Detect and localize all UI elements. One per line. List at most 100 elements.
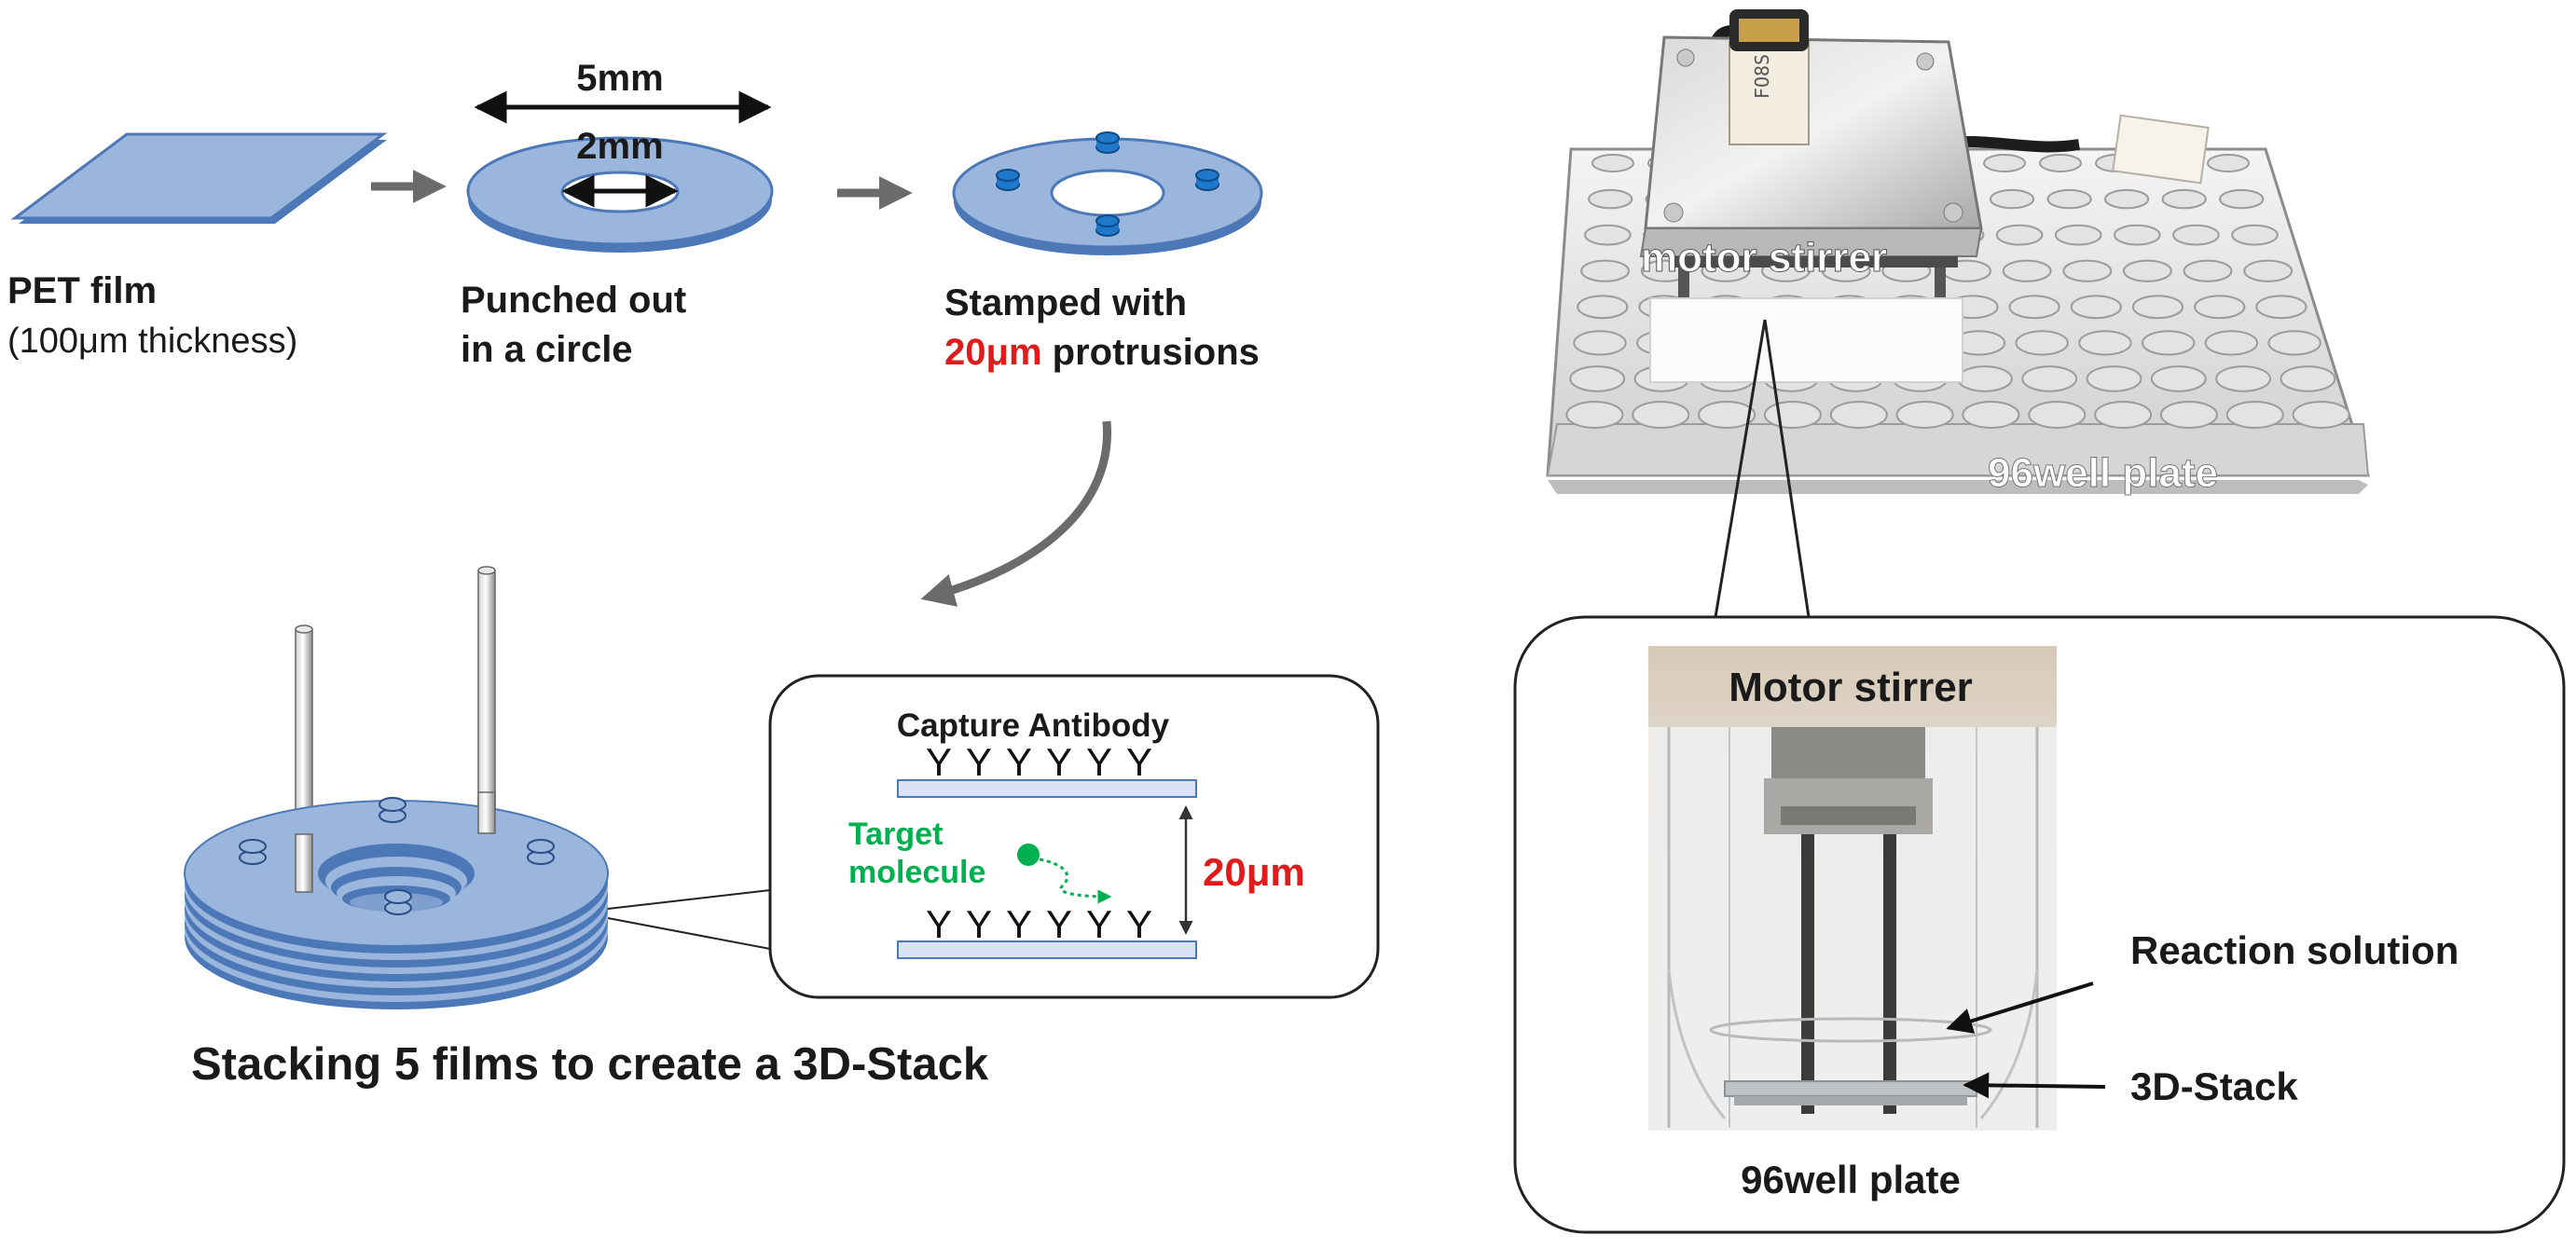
well	[2062, 259, 2113, 282]
well	[2231, 224, 2279, 246]
well	[2028, 401, 2087, 429]
outer-diameter-label: 5mm	[576, 58, 663, 99]
well	[2008, 295, 2060, 320]
target-label-line2: molecule	[848, 855, 985, 890]
bottom-antibody: Y	[926, 902, 952, 946]
top-antibody: Y	[1046, 740, 1072, 784]
well	[1591, 154, 1634, 172]
well	[2131, 295, 2184, 320]
device-photo: FO8S motor stirrer 96well plate	[1546, 9, 2371, 497]
well	[1763, 401, 1822, 429]
stamped-label-line1: Stamped with	[944, 282, 1187, 323]
protrusion-label-rest: protrusions	[1042, 332, 1260, 373]
well	[1588, 188, 1633, 210]
well	[1584, 224, 1632, 246]
well	[2292, 401, 2350, 429]
bottom-antibody: Y	[1126, 902, 1152, 946]
motor-stirrer-photo-label: motor stirrer	[1641, 235, 1887, 281]
well	[2039, 154, 2082, 172]
reaction-pointer-arrow	[1946, 981, 2094, 1034]
well	[2243, 259, 2294, 282]
stack-3d	[184, 566, 609, 1009]
zoom-box: Motor stirrer 96well plate Reaction solu…	[1513, 615, 2566, 1234]
well	[1569, 365, 1626, 392]
target-diffusion-path	[1039, 858, 1112, 904]
protrusion-dots	[996, 131, 1219, 237]
top-antibody-row: Y Y Y Y Y Y	[926, 740, 1152, 784]
pet-film-title: PET film	[7, 270, 157, 311]
well	[2204, 330, 2259, 356]
zoom-stack-label: 3D-Stack	[2130, 1064, 2298, 1108]
well	[1829, 401, 1888, 429]
zoom-photo	[1648, 646, 2057, 1131]
pet-film-detail: (100μm thickness)	[7, 322, 297, 361]
zoom-plate-label: 96well plate	[1741, 1158, 1961, 1201]
well	[2015, 330, 2069, 356]
well	[2159, 401, 2218, 429]
well	[1573, 330, 1627, 356]
well	[1698, 401, 1756, 429]
well	[2161, 188, 2207, 210]
top-antibody: Y	[926, 740, 952, 784]
well	[2078, 330, 2132, 356]
protrusion-height-value: 20μm	[944, 332, 1042, 373]
stack-pointer-arrow	[1963, 1072, 2106, 1099]
bottom-antibody: Y	[1046, 902, 1072, 946]
stack-protrusions	[239, 797, 555, 915]
well	[2046, 188, 2092, 210]
well	[2215, 365, 2272, 392]
bottom-antibody: Y	[966, 902, 992, 946]
top-antibody: Y	[1126, 740, 1152, 784]
top-antibody: Y	[966, 740, 992, 784]
well	[2086, 365, 2142, 392]
upper-film-slab	[897, 779, 1197, 798]
plate-photo-label: 96well plate	[1988, 450, 2218, 496]
well	[1983, 154, 2026, 172]
zoom-connector-left	[1714, 319, 1767, 618]
well	[2021, 365, 2078, 392]
bottom-antibody: Y	[1006, 902, 1032, 946]
reaction-solution-label: Reaction solution	[2130, 928, 2459, 972]
well	[2104, 188, 2150, 210]
lower-film-slab	[897, 940, 1197, 959]
well	[2172, 224, 2220, 246]
punched-label-line1: Punched out	[461, 280, 686, 321]
callout-pointer-lower	[607, 917, 771, 950]
well	[1565, 401, 1624, 429]
well	[1995, 224, 2044, 246]
top-antibody: Y	[1086, 740, 1112, 784]
well	[2114, 224, 2161, 246]
gap-value-label: 20μm	[1203, 850, 1305, 894]
well	[2123, 259, 2172, 282]
callout-box: Capture Antibody Y Y Y Y Y Y Target mole…	[768, 674, 1380, 999]
well	[2070, 295, 2122, 320]
callout-pointer-upper	[607, 889, 771, 910]
punched-label-line2: in a circle	[461, 329, 633, 370]
well	[2002, 259, 2052, 282]
well	[2183, 259, 2233, 282]
well	[2054, 224, 2102, 246]
curved-process-arrow	[920, 420, 1111, 607]
capture-antibody-label: Capture Antibody	[897, 707, 1170, 744]
well	[2094, 401, 2153, 429]
bottom-antibody-row: Y Y Y Y Y Y	[926, 902, 1152, 946]
well	[2267, 330, 2321, 356]
well	[1895, 401, 1954, 429]
inner-diameter-label: 2mm	[576, 126, 663, 167]
stamped-label-line2: 20μm protrusions	[944, 332, 1260, 373]
pet-film-sheet	[10, 132, 388, 224]
bottom-antibody: Y	[1086, 902, 1112, 946]
well	[2194, 295, 2246, 320]
well	[1957, 365, 2013, 392]
well	[1577, 295, 1629, 320]
zoom-motor-label: Motor stirrer	[1729, 665, 1973, 710]
well	[1989, 188, 2035, 210]
well	[2225, 401, 2284, 429]
well	[2280, 365, 2336, 392]
well	[2142, 330, 2196, 356]
well	[2219, 188, 2265, 210]
well	[1962, 401, 2020, 429]
well	[2207, 154, 2250, 172]
well	[1580, 259, 1630, 282]
